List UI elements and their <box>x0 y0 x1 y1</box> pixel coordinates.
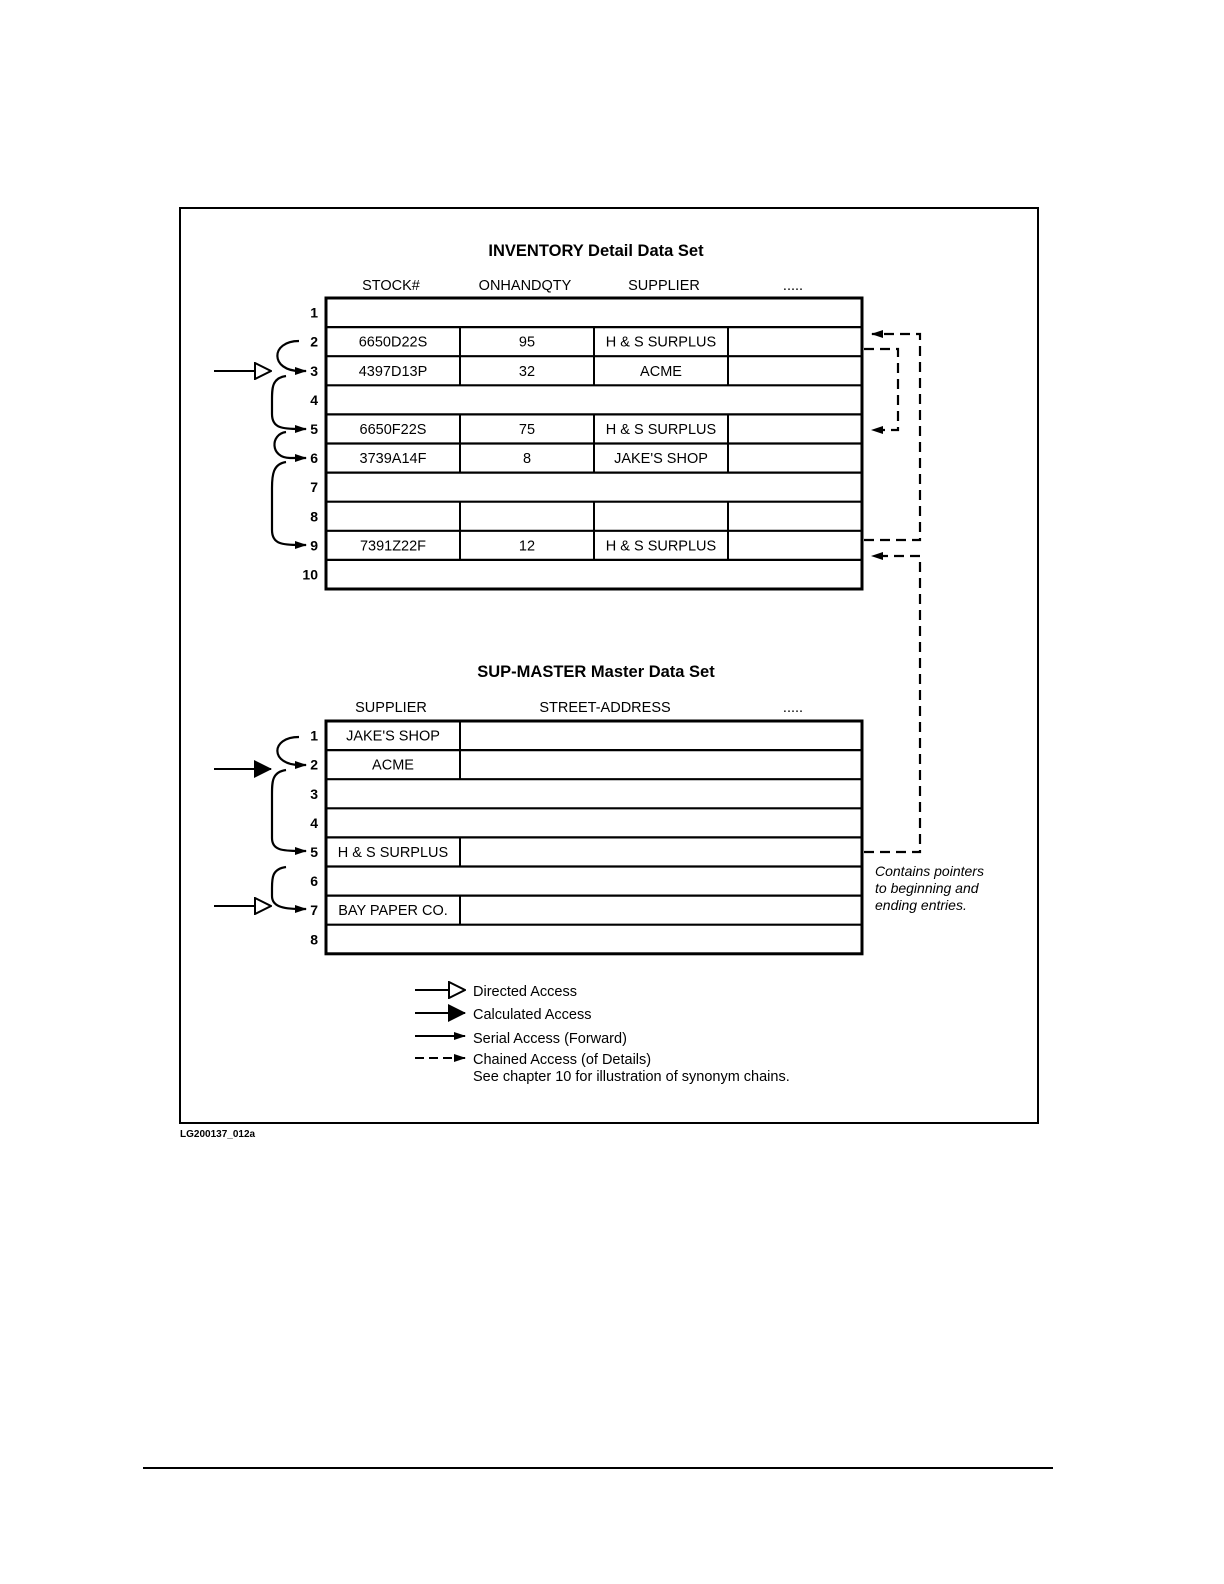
inventory-table: 6650D22S 95 H & S SURPLUS 4397D13P 32 ACME 665… <box>324 296 864 591</box>
inventory-cell: 6650F22S <box>360 422 427 438</box>
annotation-line: Contains pointers <box>875 863 984 879</box>
master-row-number: 5 <box>310 844 318 860</box>
master-row-number: 3 <box>310 786 318 802</box>
inventory-cell: 7391Z22F <box>360 538 426 554</box>
pointer-annotation: Contains pointers to beginning and endin… <box>875 863 984 913</box>
inventory-cell: H & S SURPLUS <box>606 422 716 438</box>
serial-link-3-5 <box>270 374 307 433</box>
inventory-column-headers: STOCK# ONHANDQTY SUPPLIER..... <box>362 278 803 294</box>
inventory-row: 7391Z22F 12 H & S SURPLUS <box>326 529 862 560</box>
serial-link-2-5 <box>270 768 307 855</box>
inventory-row-number: 3 <box>310 363 318 379</box>
legend-chained-note: See chapter 10 for illustration of synon… <box>473 1069 790 1085</box>
master-row-number: 4 <box>310 815 318 831</box>
master-row-number: 6 <box>310 873 318 889</box>
chain-link-2-5 <box>864 347 900 434</box>
chain-master-to-detail-9 <box>864 552 922 854</box>
inventory-cell: 4397D13P <box>359 364 428 380</box>
master-cell: JAKE'S SHOP <box>346 729 440 745</box>
legend-serial-label: Serial Access (Forward) <box>473 1031 627 1047</box>
master-row: H & S SURPLUS <box>326 836 862 867</box>
inventory-row-number: 10 <box>302 566 318 582</box>
inventory-cell: 8 <box>523 451 531 467</box>
master-column-header: ..... <box>783 700 803 716</box>
inventory-column-header: ..... <box>783 278 803 294</box>
inventory-cell: 75 <box>519 422 535 438</box>
master-column-headers: SUPPLIER STREET-ADDRESS..... <box>355 700 803 716</box>
inventory-column-header: ONHANDQTY <box>479 278 572 294</box>
inventory-row: 4397D13P 32 ACME <box>326 355 862 386</box>
inventory-cell: ACME <box>640 364 682 380</box>
master-row-number: 1 <box>310 728 318 744</box>
chain-link-9-2 <box>864 330 922 542</box>
inventory-row-number: 6 <box>310 450 318 466</box>
master-cell: ACME <box>372 758 414 774</box>
master-row-number: 2 <box>310 757 318 773</box>
master-cell: BAY PAPER CO. <box>338 903 448 919</box>
master-row-numbers: 1 2 3 4 5 6 7 8 <box>310 728 318 948</box>
master-row: JAKE'S SHOP <box>346 721 461 751</box>
master-row-number: 8 <box>310 931 318 947</box>
serial-link-2-3 <box>276 339 307 375</box>
inventory-cell: 6650D22S <box>359 335 428 351</box>
inventory-row: 6650D22S 95 H & S SURPLUS <box>326 326 862 357</box>
inventory-cell: 12 <box>519 538 535 554</box>
legend: Directed Access Calculated Access Serial… <box>415 984 790 1085</box>
figure-frame <box>179 207 1039 1124</box>
master-column-header: STREET-ADDRESS <box>539 700 670 716</box>
inventory-cell: 3739A14F <box>360 451 427 467</box>
master-table: JAKE'S SHOP ACME H & S SURPLUS BAY PAPER CO… <box>324 719 864 956</box>
master-row: BAY PAPER CO. <box>326 894 862 925</box>
serial-link-6-9 <box>270 460 307 549</box>
serial-link-5-6 <box>273 430 307 462</box>
master-column-header: SUPPLIER <box>355 700 427 716</box>
master-row-number: 7 <box>310 902 318 918</box>
master-cell: H & S SURPLUS <box>338 845 448 861</box>
inventory-access-arrows <box>214 330 922 854</box>
inventory-row-numbers: 1 2 3 4 5 6 7 8 9 10 <box>302 305 318 583</box>
inventory-row-number: 7 <box>310 479 318 495</box>
annotation-line: to beginning and <box>875 880 980 896</box>
annotation-line: ending entries. <box>875 897 967 913</box>
master-access-arrows <box>214 735 307 913</box>
inventory-row <box>326 500 862 531</box>
inventory-column-header: SUPPLIER <box>628 278 700 294</box>
inventory-cell: H & S SURPLUS <box>606 538 716 554</box>
legend-calculated-label: Calculated Access <box>473 1007 591 1023</box>
inventory-cell: 95 <box>519 335 535 351</box>
inventory-column-header: STOCK# <box>362 278 420 294</box>
inventory-row-number: 1 <box>310 305 318 321</box>
inventory-row-number: 9 <box>310 537 318 553</box>
inventory-cell: 32 <box>519 364 535 380</box>
serial-link-5-7 <box>270 865 307 913</box>
master-title: SUP-MASTER Master Data Set <box>477 663 715 681</box>
master-row: ACME <box>326 748 862 780</box>
inventory-row-number: 4 <box>310 392 318 408</box>
inventory-row-number: 2 <box>310 334 318 350</box>
inventory-title: INVENTORY Detail Data Set <box>488 242 704 260</box>
legend-directed-label: Directed Access <box>473 984 577 1000</box>
inventory-row: 6650F22S 75 H & S SURPLUS <box>326 413 862 444</box>
serial-link-1-2 <box>276 735 307 769</box>
inventory-row: 3739A14F 8 JAKE'S SHOP <box>326 442 862 473</box>
inventory-row-number: 5 <box>310 421 318 437</box>
inventory-row-number: 8 <box>310 508 318 524</box>
inventory-cell: JAKE'S SHOP <box>614 451 708 467</box>
legend-chained-label: Chained Access (of Details) <box>473 1052 651 1068</box>
figure-id: LG200137_012a <box>180 1129 256 1140</box>
inventory-cell: H & S SURPLUS <box>606 335 716 351</box>
